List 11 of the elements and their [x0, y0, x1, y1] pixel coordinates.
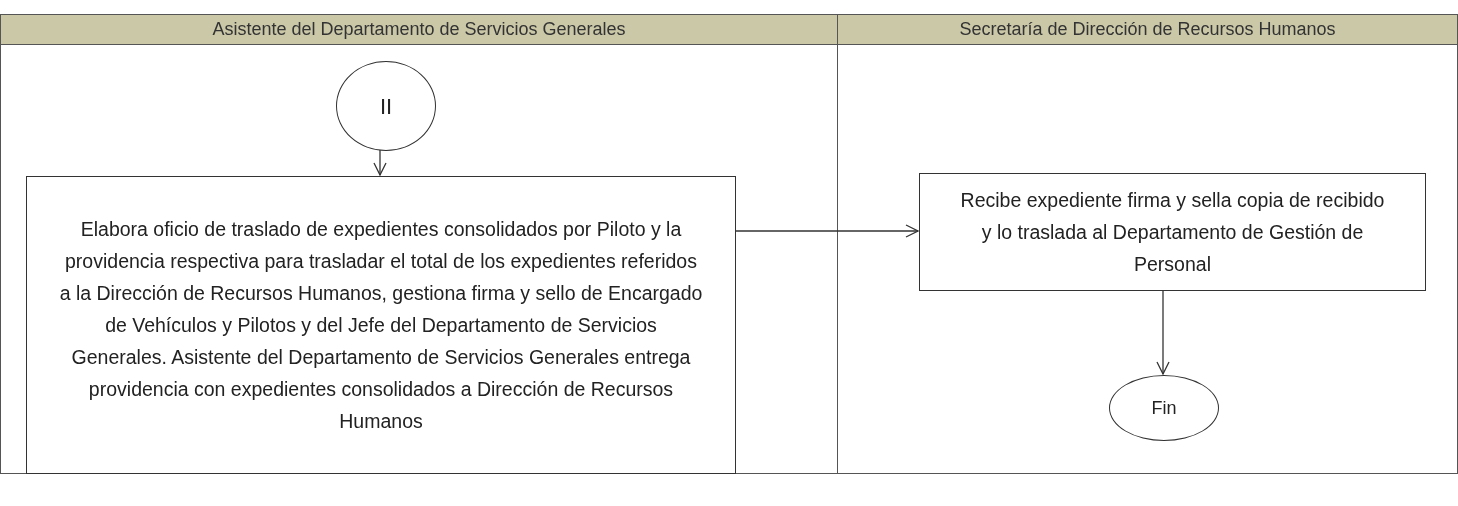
process-box: Elabora oficio de traslado de expedientes consolidados por Piloto y la providencia respectiva para trasladar el total de los expedientes referidos a la Dirección de Recursos Humanos, gestiona firma y sello de Encargado de Vehículos y Pilotos y del Jefe del Departamento de Servicios Generales. Asistente del Departamento de Servicios Generales entrega providencia con expedientes consolidados a Dirección de Recursos Humanos: [26, 176, 736, 474]
lane-header: Secretaría de Dirección de Recursos Humanos: [838, 15, 1457, 45]
arrow: [373, 149, 387, 176]
end-ellipse: Fin: [1109, 375, 1219, 441]
swimlane: [837, 14, 1458, 474]
swimlane: [0, 14, 838, 474]
arrow: [1156, 289, 1170, 375]
lane-header: Asistente del Departamento de Servicios Generales: [1, 15, 837, 45]
arrow: [734, 224, 919, 238]
process-box: Recibe expediente firma y sella copia de recibido y lo traslada al Departamento de Gestión de Personal: [919, 173, 1426, 291]
connector-circle: II: [336, 61, 436, 151]
